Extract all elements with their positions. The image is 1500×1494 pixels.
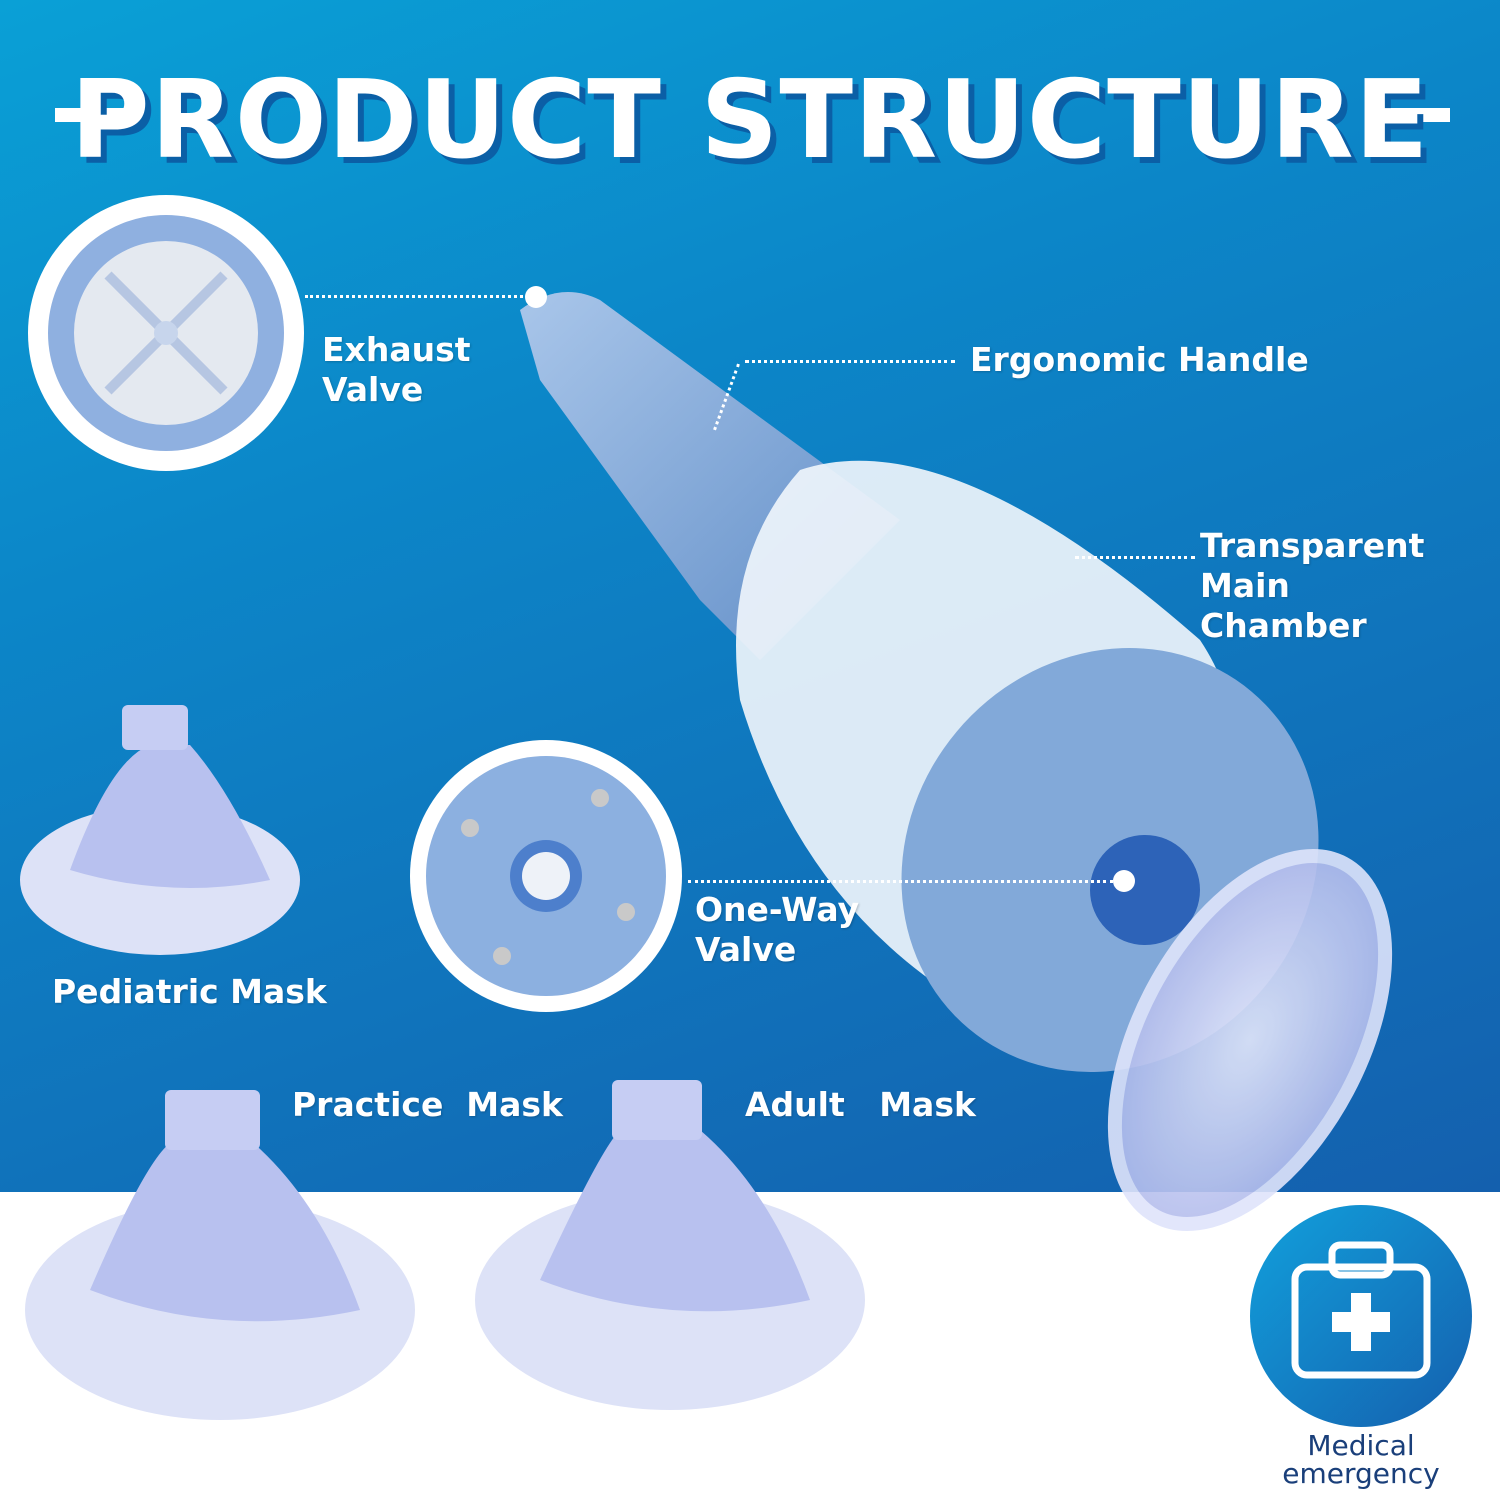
pediatric-mask-label: Pediatric Mask [52,972,327,1011]
handle-leader [745,360,955,363]
one-way-valve-label: One-Way Valve [695,890,859,970]
exhaust-valve-pin [525,286,547,308]
medical-emergency-badge [1250,1205,1472,1427]
attached-mask [1107,849,1393,1231]
exhaust-valve-label: Exhaust Valve [322,330,471,410]
one-way-valve-inset [410,740,682,1012]
title-dash-right [1378,108,1450,122]
practice-mask-image [25,1090,415,1420]
one-way-valve-icon [426,756,666,996]
medical-emergency-text: Medical emergency [1250,1432,1472,1488]
title-dash-left [55,108,127,122]
badge-line: Medical [1307,1429,1415,1462]
exhaust-valve-inset [28,195,304,471]
one-way-valve-leader [688,880,1113,883]
adult-mask-image [475,1080,865,1410]
first-aid-kit-icon [1291,1241,1431,1379]
label-line: Chamber [1200,606,1367,645]
main-chamber-label: Transparent Main Chamber [1200,526,1500,646]
label-line: Exhaust [322,330,471,369]
label-line: Valve [322,370,424,409]
exhaust-valve-icon [48,215,284,451]
pediatric-mask-image [20,705,300,955]
label-line: Valve [695,930,797,969]
page-title: PRODUCT STRUCTURE [70,58,1430,183]
exhaust-valve-leader [305,295,523,298]
practice-mask-label: Practice Mask [292,1085,563,1124]
one-way-valve-pin [1113,870,1135,892]
label-line: Transparent Main [1200,526,1425,605]
badge-line: emergency [1282,1457,1440,1490]
label-line: One-Way [695,890,860,929]
ergonomic-handle-label: Ergonomic Handle [970,340,1309,379]
chamber-leader [1075,556,1195,559]
adult-mask-label: Adult Mask [745,1085,976,1124]
